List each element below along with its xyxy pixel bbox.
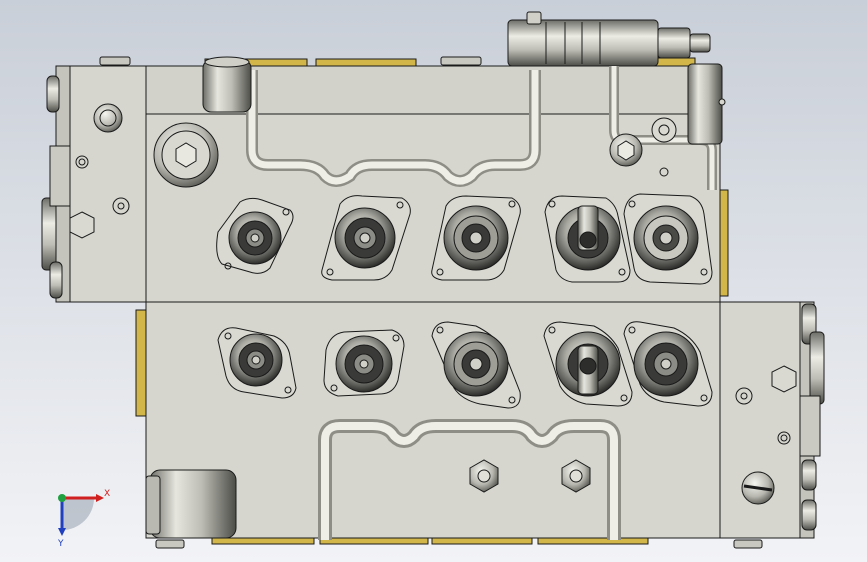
right-screw-2 bbox=[777, 431, 791, 445]
lower-port-1[interactable] bbox=[217, 327, 297, 399]
bottom-bolt-1 bbox=[155, 539, 185, 549]
upper-port-3[interactable] bbox=[431, 195, 521, 281]
triad-y-arrow bbox=[58, 528, 66, 536]
left-step bbox=[49, 145, 71, 207]
lower-port-4[interactable] bbox=[543, 321, 633, 407]
bottom-bolt-2 bbox=[733, 539, 763, 549]
lower-nut-2[interactable] bbox=[561, 459, 591, 493]
right-step bbox=[799, 395, 821, 457]
left-screw-2 bbox=[112, 197, 130, 215]
solenoid-nut bbox=[657, 27, 691, 59]
triad-x-arrow bbox=[96, 494, 104, 502]
lower-nut-1[interactable] bbox=[469, 459, 499, 493]
upper-tube-channel bbox=[246, 70, 541, 187]
left-end-cover[interactable] bbox=[66, 65, 150, 303]
triad-shade bbox=[62, 498, 94, 530]
triad-x-label: X bbox=[104, 489, 110, 499]
upper-port-4[interactable] bbox=[544, 195, 631, 283]
top-bolt-1 bbox=[99, 56, 131, 66]
top-bolt-2 bbox=[440, 56, 482, 66]
triad-origin bbox=[58, 494, 66, 502]
upper-port-row bbox=[216, 193, 713, 285]
upper-port-1[interactable] bbox=[216, 197, 294, 274]
left-boss-low bbox=[49, 261, 63, 299]
upper-cylinder[interactable] bbox=[202, 59, 252, 113]
upper-right-screw bbox=[651, 117, 677, 143]
coordinate-triad: X Y bbox=[57, 489, 110, 549]
left-hex-plug[interactable] bbox=[69, 211, 95, 239]
right-boss-bottom bbox=[801, 499, 817, 531]
lower-port-5[interactable] bbox=[623, 321, 713, 407]
upper-port-2[interactable] bbox=[321, 195, 411, 281]
valve-assembly[interactable] bbox=[41, 11, 825, 549]
left-screw-1 bbox=[75, 155, 89, 169]
left-boss-upper bbox=[46, 75, 60, 113]
upper-right-bracket bbox=[687, 63, 723, 145]
right-boss-mid bbox=[809, 331, 825, 405]
upper-port-5[interactable] bbox=[623, 193, 713, 285]
lower-port-2[interactable] bbox=[323, 329, 405, 397]
right-boss-low bbox=[801, 459, 817, 491]
right-screw-1 bbox=[735, 387, 753, 405]
lower-port-3[interactable] bbox=[431, 321, 521, 409]
solenoid-cap bbox=[526, 11, 542, 25]
right-hex-plug[interactable] bbox=[771, 365, 797, 393]
lower-tube-channel bbox=[318, 419, 621, 540]
left-plug-upper[interactable] bbox=[93, 103, 123, 133]
solenoid-stub bbox=[689, 33, 711, 53]
solenoid-housing[interactable] bbox=[507, 19, 659, 67]
triad-y-label: Y bbox=[57, 539, 64, 549]
left-boss-mid bbox=[41, 197, 57, 271]
lower-port-row bbox=[217, 321, 713, 409]
lower-cylinder[interactable] bbox=[149, 469, 237, 539]
upper-hex-socket bbox=[175, 142, 197, 168]
